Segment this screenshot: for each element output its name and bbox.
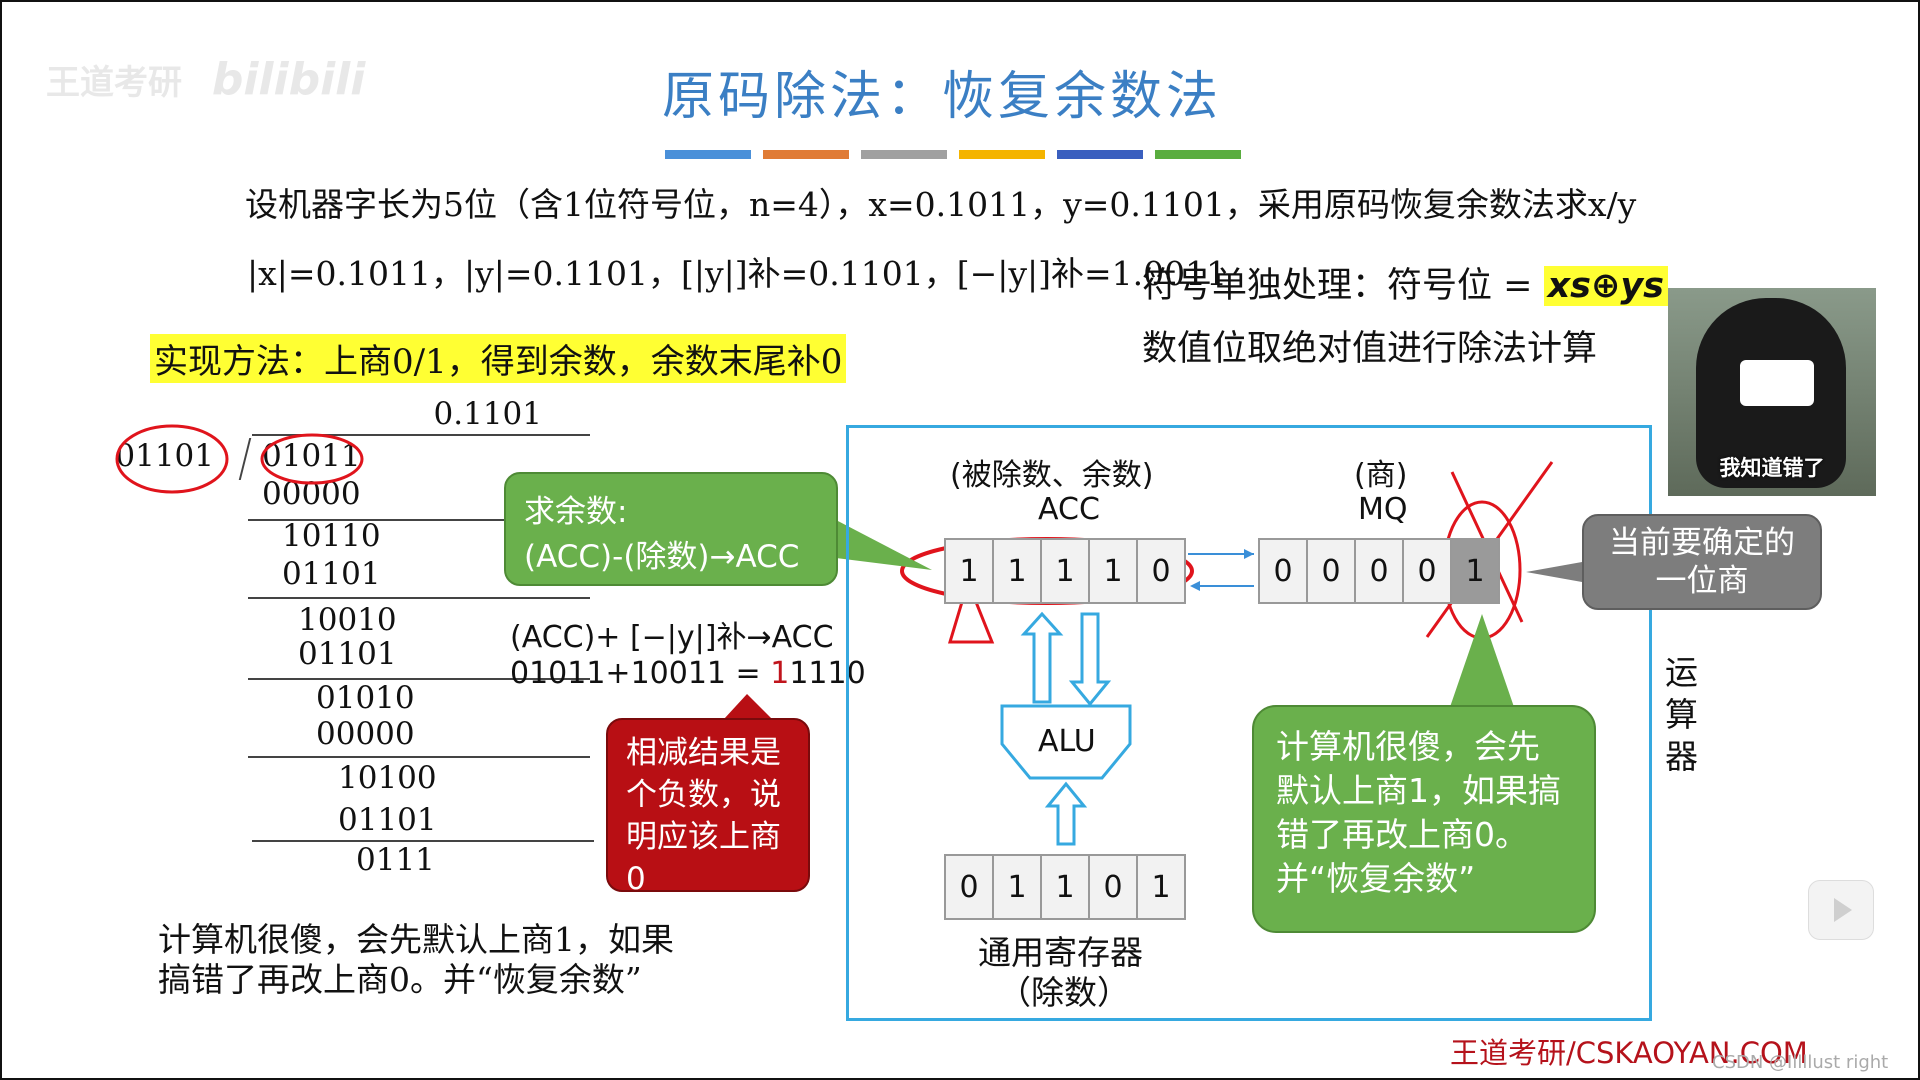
bubble-remainder-line1: 求余数: bbox=[524, 494, 628, 530]
color-bar bbox=[763, 150, 849, 159]
gpr-bit: 0 bbox=[1088, 854, 1138, 920]
alu-arrow-from-gpr bbox=[1044, 781, 1088, 846]
alu-arrow-down bbox=[1068, 612, 1112, 707]
bubble-pointer bbox=[1450, 614, 1514, 707]
acc-bit: 1 bbox=[992, 538, 1042, 604]
bubble-negative-result: 相减结果是个负数，说明应该上商0 bbox=[606, 718, 810, 897]
calc-line2: 01011+10011 = 11110 bbox=[510, 656, 866, 691]
mq-register: 0 0 0 0 1 bbox=[1258, 538, 1500, 604]
note-bottom-line1: 计算机很傻，会先默认上商1，如果 bbox=[158, 920, 674, 959]
division-line bbox=[248, 519, 590, 521]
gpr-bit: 0 bbox=[944, 854, 994, 920]
alu-label: ALU bbox=[1038, 724, 1096, 759]
division-row: 01101 bbox=[282, 556, 381, 592]
division-row: 00000 bbox=[316, 716, 415, 752]
gpr-bit: 1 bbox=[992, 854, 1042, 920]
division-line bbox=[248, 678, 590, 680]
division-row: 0111 bbox=[356, 842, 435, 878]
bubble-pointer bbox=[836, 520, 932, 570]
slide-title: 原码除法：恢复余数法 bbox=[661, 67, 1222, 127]
calc-result-rest: 1110 bbox=[789, 656, 866, 691]
division-row: 01010 bbox=[316, 680, 415, 716]
mq-bit: 0 bbox=[1258, 538, 1308, 604]
watermark-text: 王道考研 bbox=[46, 63, 182, 103]
note-bottom: 计算机很傻，会先默认上商1，如果 搞错了再改上商0。并“恢复余数” bbox=[158, 920, 674, 1000]
bubble-remainder-line2: (ACC)-(除数)→ACC bbox=[524, 539, 800, 575]
acc-bit: 1 bbox=[1040, 538, 1090, 604]
color-bar bbox=[1057, 150, 1143, 159]
gpr-register: 0 1 1 0 1 bbox=[944, 854, 1186, 920]
ink-circle-dividend bbox=[260, 433, 364, 485]
acc-label-top: (被除数、余数) bbox=[950, 458, 1154, 493]
mq-label: MQ bbox=[1358, 492, 1408, 527]
problem-statement: 设机器字长为5位（含1位符号位，n=4），x=0.1011，y=0.1101，采… bbox=[245, 185, 1637, 224]
acc-label: ACC bbox=[1038, 492, 1100, 527]
division-row: 01101 bbox=[298, 636, 397, 672]
mq-bit: 0 bbox=[1306, 538, 1356, 604]
division-row: 10010 bbox=[298, 602, 397, 638]
divisor: 01101 bbox=[115, 438, 214, 474]
meme-image: 我知道错了 bbox=[1668, 288, 1876, 496]
division-bar bbox=[252, 434, 590, 436]
division-row: 01101 bbox=[338, 802, 437, 838]
bubble-pointer bbox=[724, 694, 772, 719]
calc-line1: (ACC)+ [−|y|]补→ACC bbox=[510, 620, 834, 655]
calc-line2-lhs: 01011+10011 = bbox=[510, 656, 771, 691]
mq-bit: 0 bbox=[1354, 538, 1404, 604]
ink-triangle bbox=[947, 577, 995, 644]
value-rule: 数值位取绝对值进行除法计算 bbox=[1142, 329, 1598, 369]
acc-bit: 1 bbox=[1088, 538, 1138, 604]
quotient: 0.1101 bbox=[433, 396, 542, 432]
color-bar bbox=[665, 150, 751, 159]
mq-label-top: (商) bbox=[1354, 458, 1408, 493]
long-division: 0.1101 01101 01011 00000 10110 01101 100… bbox=[102, 392, 594, 892]
acc-bit: 1 bbox=[944, 538, 994, 604]
bubble-default-quotient: 计算机很傻，会先默认上商1，如果搞错了再改上商0。并“恢复余数” bbox=[1252, 705, 1596, 933]
shift-arrow-right-head bbox=[1244, 549, 1254, 559]
bubble-current-bit: 当前要确定的一位商 bbox=[1582, 514, 1822, 610]
bubble-pointer bbox=[1526, 562, 1582, 582]
division-row: 10100 bbox=[338, 760, 437, 796]
division-row: 10110 bbox=[282, 518, 381, 554]
abs-values-line: |x|=0.1011，|y|=0.1101，[|y|]补=0.1101，[−|y… bbox=[247, 254, 1228, 293]
bilibili-logo: bilibili bbox=[211, 54, 366, 105]
csdn-watermark: CSDN @Illllust right bbox=[1712, 1052, 1889, 1073]
play-icon[interactable] bbox=[1808, 880, 1874, 940]
meme-caption: 我知道错了 bbox=[1719, 456, 1825, 480]
mq-bit-current: 1 bbox=[1450, 538, 1500, 604]
alu-unit-box bbox=[846, 425, 1652, 1021]
gpr-bit: 1 bbox=[1040, 854, 1090, 920]
alu-arrow-up bbox=[1020, 611, 1064, 704]
acc-register: 1 1 1 1 0 bbox=[944, 538, 1186, 604]
method-highlight: 实现方法：上商0/1，得到余数，余数末尾补0 bbox=[150, 334, 847, 383]
sign-rule-formula: xs⊕ys bbox=[1543, 266, 1668, 306]
calc-result-sign-bit: 1 bbox=[770, 656, 790, 691]
color-bar bbox=[959, 150, 1045, 159]
gpr-label: 通用寄存器 bbox=[978, 933, 1143, 972]
title-color-bars bbox=[665, 150, 1241, 159]
footer-brand: 王道考研/CSKAOYAN.COM bbox=[1450, 1036, 1808, 1070]
gpr-sublabel: （除数） bbox=[998, 973, 1130, 1012]
color-bar bbox=[861, 150, 947, 159]
alu-unit-label: 运算器 bbox=[1665, 653, 1698, 776]
note-bottom-line2: 搞错了再改上商0。并“恢复余数” bbox=[158, 960, 642, 999]
alu-shape bbox=[1000, 704, 1132, 780]
gpr-bit: 1 bbox=[1136, 854, 1186, 920]
watermark-logo: 王道考研 bilibili bbox=[46, 54, 365, 105]
shift-arrow-left-head bbox=[1190, 581, 1200, 591]
sign-rule-label: 符号单独处理：符号位 = bbox=[1142, 266, 1544, 306]
bubble-remainder: 求余数: (ACC)-(除数)→ACC bbox=[504, 472, 838, 586]
bear-face-patch bbox=[1740, 360, 1814, 406]
sign-rule: 符号单独处理：符号位 = xs⊕ys bbox=[1142, 257, 1668, 308]
acc-bit: 0 bbox=[1136, 538, 1186, 604]
division-line bbox=[252, 840, 594, 842]
color-bar bbox=[1155, 150, 1241, 159]
division-line bbox=[248, 756, 590, 758]
ink-circle-divisor bbox=[115, 424, 229, 494]
mq-bit: 0 bbox=[1402, 538, 1452, 604]
division-line bbox=[248, 597, 590, 599]
play-triangle-icon bbox=[1834, 898, 1852, 922]
